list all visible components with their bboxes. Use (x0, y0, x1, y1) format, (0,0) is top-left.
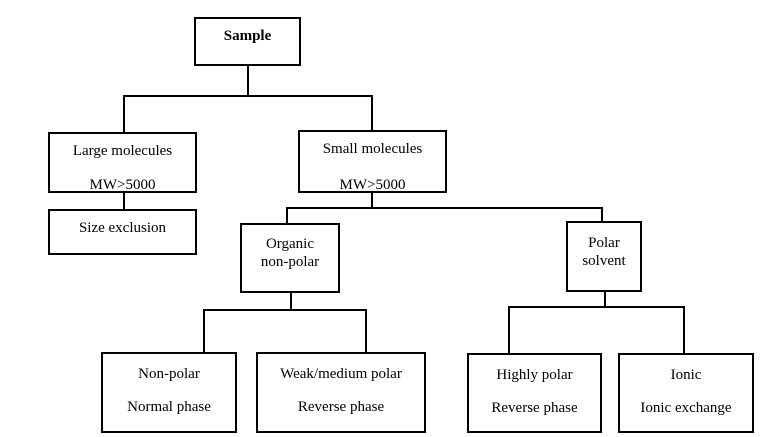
size-exclusion-node: Size exclusion (48, 209, 197, 255)
small-molecules-node: Small molecules MW>5000 (298, 130, 447, 193)
solvent-label: solvent (582, 253, 626, 269)
small-molecules-label: Small molecules (322, 141, 423, 157)
sample-node: Sample (194, 17, 301, 66)
connector-polar-split (508, 290, 685, 355)
polar-solvent-node: Polar solvent (566, 221, 642, 292)
non-polar-normal-phase-node: Non-polar Normal phase (101, 352, 237, 433)
large-molecules-label: Large molecules (72, 143, 173, 159)
ionic-exchange-label: Ionic exchange (640, 400, 732, 416)
small-molecules-mw: MW>5000 (339, 177, 406, 193)
sample-label: Sample (223, 28, 272, 44)
large-molecules-node: Large molecules MW>5000 (48, 132, 197, 193)
reverse-phase-label-2: Reverse phase (491, 400, 578, 416)
size-exclusion-label: Size exclusion (78, 220, 167, 236)
normal-phase-label: Normal phase (127, 399, 211, 415)
connector-small-split (286, 191, 603, 225)
connector-organic-split (203, 291, 367, 354)
weak-medium-polar-node: Weak/medium polar Reverse phase (256, 352, 426, 433)
non-polar-node-label: Non-polar (138, 366, 200, 382)
ionic-label: Ionic (670, 367, 702, 383)
polar-label: Polar (588, 235, 620, 251)
large-molecules-mw: MW>5000 (89, 177, 156, 193)
connector-sample-split (123, 64, 373, 134)
organic-non-polar-node: Organic non-polar (240, 223, 340, 293)
highly-polar-node: Highly polar Reverse phase (467, 353, 602, 433)
highly-polar-label: Highly polar (496, 367, 573, 383)
weak-medium-polar-label: Weak/medium polar (280, 366, 402, 382)
reverse-phase-label-1: Reverse phase (297, 399, 385, 415)
non-polar-label: non-polar (260, 254, 320, 270)
ionic-node: Ionic Ionic exchange (618, 353, 754, 433)
organic-label: Organic (265, 236, 315, 252)
